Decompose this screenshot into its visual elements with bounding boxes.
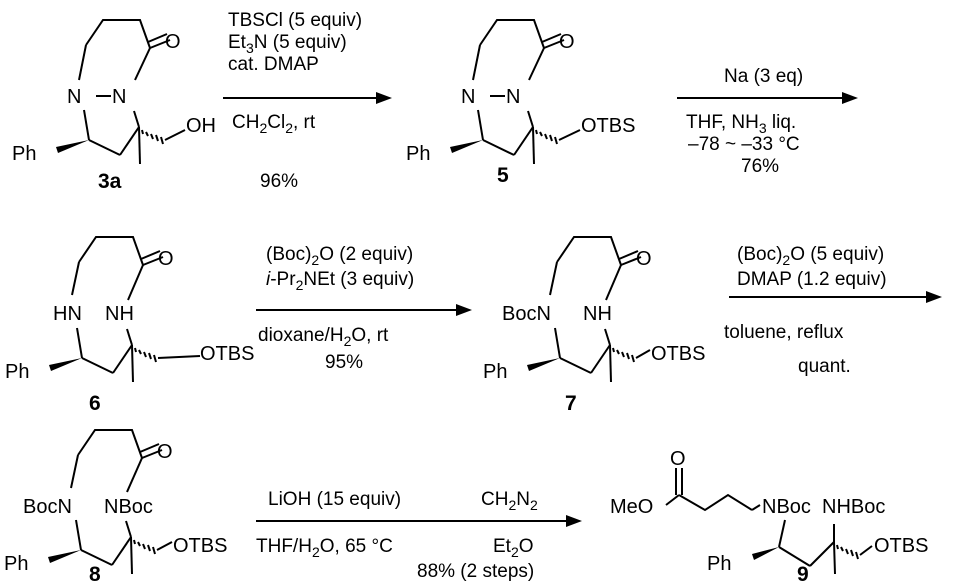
step-4: (Boc)2O (5 equiv) DMAP (1.2 equiv) tolue… [724,244,942,377]
compound-label: 3a [98,170,122,193]
compound-9: O MeO NBoc NHBoc Ph OTBS 9 [610,448,928,583]
reagent-line: LiOH (15 equiv) [268,489,401,510]
yield: 76% [741,156,779,177]
atom-otbs: OTBS [874,535,928,557]
atom-bocn: BocN [23,496,72,518]
compound-label: 7 [565,392,577,415]
atom-ph: Ph [707,553,731,575]
atom-ph: Ph [406,143,430,165]
yield: quant. [798,356,851,377]
atom-otbs: OTBS [581,115,635,137]
reagent-line: (Boc)2O (2 equiv) [266,244,413,268]
atom-oh: OH [186,115,216,137]
step-2: Na (3 eq) THF, NH3 liq. –78 ~ –33 °C 76% [677,66,858,177]
atom-n1: N [461,86,475,108]
atom-ph: Ph [4,553,28,575]
atom-ph: Ph [5,361,29,383]
atom-nboc: NBoc [762,496,811,518]
reagent-line: i-Pr2NEt (3 equiv) [266,269,414,293]
step-3: (Boc)2O (2 equiv) i-Pr2NEt (3 equiv) dio… [256,244,472,373]
atom-n2: N [506,86,520,108]
compound-label: 5 [497,164,509,187]
reagent-line: Et3N (5 equiv) [228,32,347,56]
atom-nhboc: NHBoc [822,496,885,518]
reagent-line: DMAP (1.2 equiv) [737,269,887,290]
yield: 88% (2 steps) [417,561,534,582]
compound-label: 9 [797,563,809,583]
compound-label: 6 [89,392,101,415]
atom-nh: NH [583,303,612,325]
condition-line: THF/H2O, 65 °C [256,536,393,560]
atom-o: O [158,248,174,270]
atom-nh: NH [105,303,134,325]
yield: 95% [325,352,363,373]
compound-label: 8 [89,563,101,583]
atom-o: O [157,441,173,463]
reagent-line: (Boc)2O (5 equiv) [737,244,884,268]
reagent-line: CH2N2 [481,489,538,513]
condition-line: THF, NH3 liq. [686,112,796,136]
reagent-line: Na (3 eq) [724,66,803,87]
condition-line: toluene, reflux [724,322,844,343]
atom-otbs: OTBS [200,343,254,365]
condition-line: CH2Cl2, rt [232,112,316,136]
compound-7: O BocN NH Ph OTBS 7 [483,236,705,415]
atom-meo: MeO [610,496,653,518]
compound-5: O N N Ph OTBS 5 [406,19,635,187]
atom-ph: Ph [483,361,507,383]
atom-o: O [670,448,686,470]
atom-nboc: NBoc [104,496,153,518]
compound-8: O BocN NBoc Ph OTBS 8 [4,429,227,583]
yield: 96% [260,171,298,192]
atom-n2: N [112,86,126,108]
condition-line: dioxane/H2O, rt [258,325,389,349]
step-5: LiOH (15 equiv) THF/H2O, 65 °C CH2N2 Et2… [256,489,582,582]
compound-3a: O N N Ph OH 3a [12,19,216,193]
condition-line: –78 ~ –33 °C [688,134,800,155]
atom-bocn: BocN [502,303,551,325]
atom-o: O [559,31,575,53]
atom-o: O [636,248,652,270]
atom-otbs: OTBS [651,343,705,365]
reagent-line: TBSCl (5 equiv) [228,10,362,31]
atom-o: O [165,31,181,53]
reagent-line: cat. DMAP [228,54,319,75]
condition-line: Et2O [493,536,534,560]
compound-6: O HN NH Ph OTBS 6 [5,236,254,415]
step-1: TBSCl (5 equiv) Et3N (5 equiv) cat. DMAP… [223,10,392,192]
atom-ph: Ph [12,143,36,165]
atom-n1: N [67,86,81,108]
atom-otbs: OTBS [173,535,227,557]
atom-hn: HN [53,303,82,325]
